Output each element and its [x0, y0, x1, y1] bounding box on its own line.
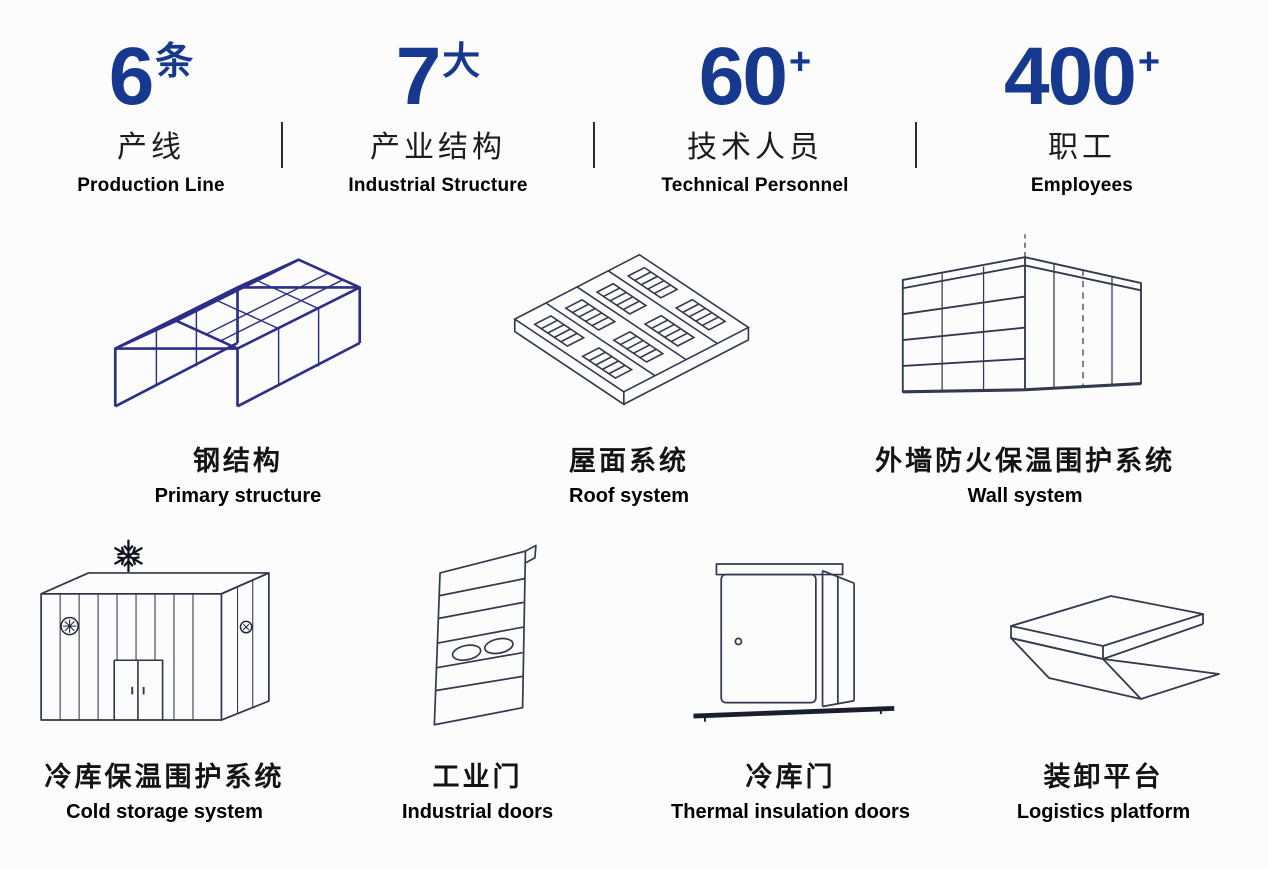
- stat-label-zh: 技术人员: [687, 131, 823, 164]
- industrial-door-icon: [321, 534, 634, 739]
- product-label-en: Logistics platform: [1016, 801, 1191, 823]
- product-label-zh: 冷库保温围护系统: [44, 762, 285, 792]
- logistics-platform-icon: [947, 534, 1260, 739]
- stat-unit: 条: [155, 41, 194, 83]
- product-wall-system: 外墙防火保温围护系统 Wall system: [812, 225, 1238, 508]
- stat-label-en: Employees: [1030, 175, 1134, 196]
- product-thermal-door: 冷库门 Thermal insulation doors: [634, 534, 947, 824]
- stats-row: 6条 产线 Production Line 7大 产业结构 Industrial…: [0, 0, 1268, 197]
- product-steel-structure: 钢结构 Primary structure: [30, 225, 446, 508]
- product-label-zh: 屋面系统: [569, 446, 690, 476]
- product-label-en: Roof system: [569, 485, 690, 507]
- stat-label-en: Production Line: [77, 175, 225, 196]
- product-label-zh: 钢结构: [192, 446, 283, 476]
- product-label-zh: 工业门: [432, 762, 523, 792]
- stat-production-line: 6条 产线 Production Line: [21, 36, 281, 197]
- products-row-2: 冷库保温围护系统 Cold storage system 工业门 Industr…: [0, 534, 1268, 824]
- stat-label-zh: 产线: [117, 131, 185, 164]
- stat-label-zh: 产业结构: [370, 131, 506, 164]
- wall-system-icon: [812, 225, 1238, 423]
- product-cold-storage: 冷库保温围护系统 Cold storage system: [8, 534, 321, 824]
- stat-unit: +: [1137, 41, 1161, 83]
- product-logistics-platform: 装卸平台 Logistics platform: [947, 534, 1260, 824]
- product-roof-system: 屋面系统 Roof system: [446, 225, 812, 508]
- product-label-en: Cold storage system: [66, 801, 263, 823]
- stat-number: 60+: [698, 31, 812, 122]
- stat-divider: [915, 122, 917, 168]
- cold-storage-icon: [8, 534, 321, 739]
- stat-unit: +: [789, 41, 812, 83]
- thermal-door-icon: [634, 534, 947, 739]
- stat-divider: [593, 122, 595, 168]
- product-label-en: Thermal insulation doors: [671, 801, 910, 823]
- products-row-1: 钢结构 Primary structure: [0, 225, 1268, 508]
- stat-employees: 400+ 职工 Employees: [917, 36, 1247, 197]
- stat-label-en: Industrial Structure: [348, 175, 528, 196]
- stat-unit: 大: [442, 41, 481, 83]
- product-label-zh: 外墙防火保温围护系统: [875, 446, 1176, 476]
- product-label-zh: 装卸平台: [1043, 762, 1164, 792]
- stat-number: 400+: [1003, 31, 1161, 122]
- product-label-en: Wall system: [967, 485, 1083, 507]
- stat-number: 6条: [108, 31, 194, 122]
- stat-label-zh: 职工: [1048, 131, 1116, 164]
- roof-system-icon: [446, 225, 812, 423]
- stat-technical-personnel: 60+ 技术人员 Technical Personnel: [595, 36, 915, 197]
- product-industrial-door: 工业门 Industrial doors: [321, 534, 634, 824]
- steel-structure-icon: [30, 225, 446, 423]
- stat-number: 7大: [395, 31, 481, 122]
- product-label-en: Industrial doors: [401, 801, 554, 823]
- stat-label-en: Technical Personnel: [661, 175, 849, 196]
- product-label-zh: 冷库门: [745, 762, 836, 792]
- stat-divider: [281, 122, 283, 168]
- stat-industrial-structure: 7大 产业结构 Industrial Structure: [283, 36, 593, 197]
- product-label-en: Primary structure: [154, 485, 322, 507]
